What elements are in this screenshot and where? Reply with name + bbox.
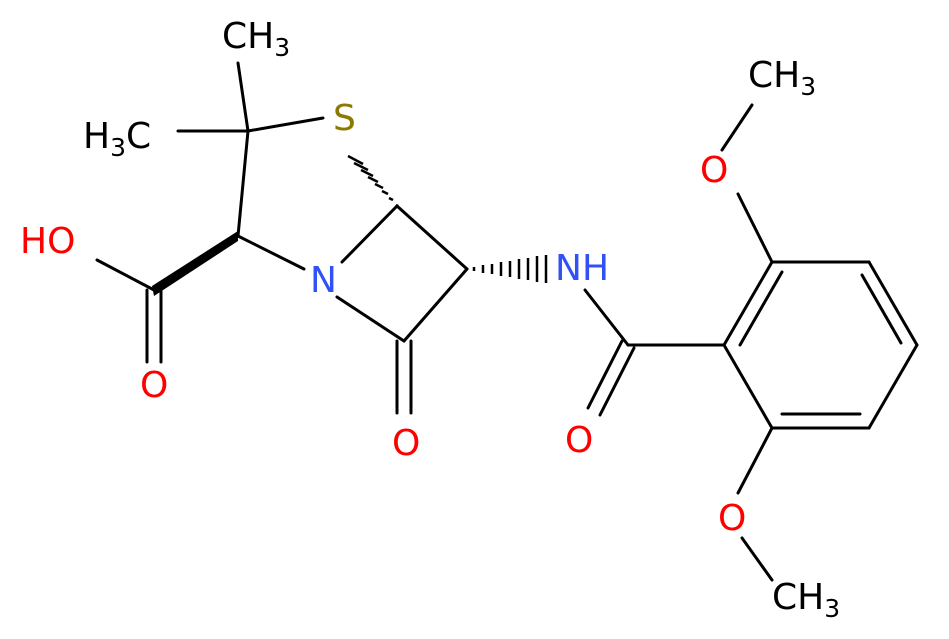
methyl-label-left: H3C: [83, 116, 151, 162]
methyl-left-tail: C: [126, 116, 151, 157]
methyl-top-subscript: 3: [274, 33, 290, 62]
bond-ar-c3-c4-inner: [860, 273, 903, 345]
methoxy-bottom-methyl-label: CH3: [772, 577, 840, 623]
bond-ar-c4-c5: [867, 343, 919, 430]
bond-cgem-c3: [236, 129, 250, 238]
bond-c6-c5: [395, 204, 469, 271]
methyl-left-subscript: 3: [110, 133, 126, 162]
bond-ar-o-top: [736, 192, 774, 264]
atom-label-sulfur: S: [333, 98, 356, 139]
amide-h-symbol: H: [582, 248, 609, 289]
bond-camide-o-b: [598, 346, 636, 417]
wedge-bond-cooh: [152, 231, 238, 296]
atom-label-carboxyl-oxygen: O: [140, 365, 168, 406]
bond-cgem-s: [246, 116, 325, 133]
bond-ar-o-bottom: [736, 426, 774, 495]
methoxy-top-methyl-subscript: 3: [800, 72, 816, 101]
atom-label-lactam-oxygen: O: [392, 423, 420, 464]
label-layer: S N NH HO O O O O O CH3 H3C CH3 CH3: [20, 16, 840, 623]
methoxy-top-methyl-label: CH3: [748, 55, 816, 101]
atom-label-methoxy-top-oxygen: O: [700, 150, 728, 191]
hashed-bond-c6-nh: [472, 255, 548, 283]
bond-ar-c1-c2-inner: [738, 270, 784, 347]
methyl-label-top: CH3: [222, 16, 290, 62]
hashed-bond-c5-s: [347, 154, 399, 208]
amide-n-symbol: N: [555, 248, 582, 289]
methoxy-bottom-methyl-main: CH: [772, 577, 824, 618]
methyl-left-main: H: [83, 116, 110, 157]
bond-camide-o-a: [586, 339, 624, 410]
hydroxyl-o-symbol: O: [47, 221, 75, 262]
bond-cooh-oh: [95, 258, 156, 292]
atom-label-methoxy-bottom-oxygen: O: [718, 498, 746, 539]
bond-ar-c3-c4: [867, 260, 919, 347]
bond-c5-n: [340, 204, 399, 264]
hydroxyl-h-symbol: H: [20, 221, 47, 262]
stereo-layer: [152, 154, 548, 296]
bond-o-top-methyl: [720, 103, 754, 152]
bond-c7-c6: [402, 267, 469, 343]
methyl-top-main: CH: [222, 16, 274, 57]
bond-ar-c6-c1: [722, 343, 774, 430]
atom-label-amide-nitrogen: NH: [555, 248, 609, 289]
bond-c3-n: [236, 234, 306, 271]
bond-o-bottom-methyl: [740, 536, 774, 582]
methoxy-top-methyl-main: CH: [748, 55, 800, 96]
bond-nh-camide: [583, 288, 630, 347]
bond-ar-c1-c2: [722, 260, 774, 347]
bond-cgem-methyl-top: [236, 61, 250, 133]
atom-label-amide-oxygen: O: [565, 420, 593, 461]
methoxy-bottom-methyl-subscript: 3: [824, 594, 840, 623]
atom-label-ring-nitrogen: N: [310, 260, 337, 301]
bond-layer: [95, 61, 919, 582]
bond-n-c7: [335, 295, 406, 343]
atom-label-hydroxyl: HO: [20, 221, 75, 262]
